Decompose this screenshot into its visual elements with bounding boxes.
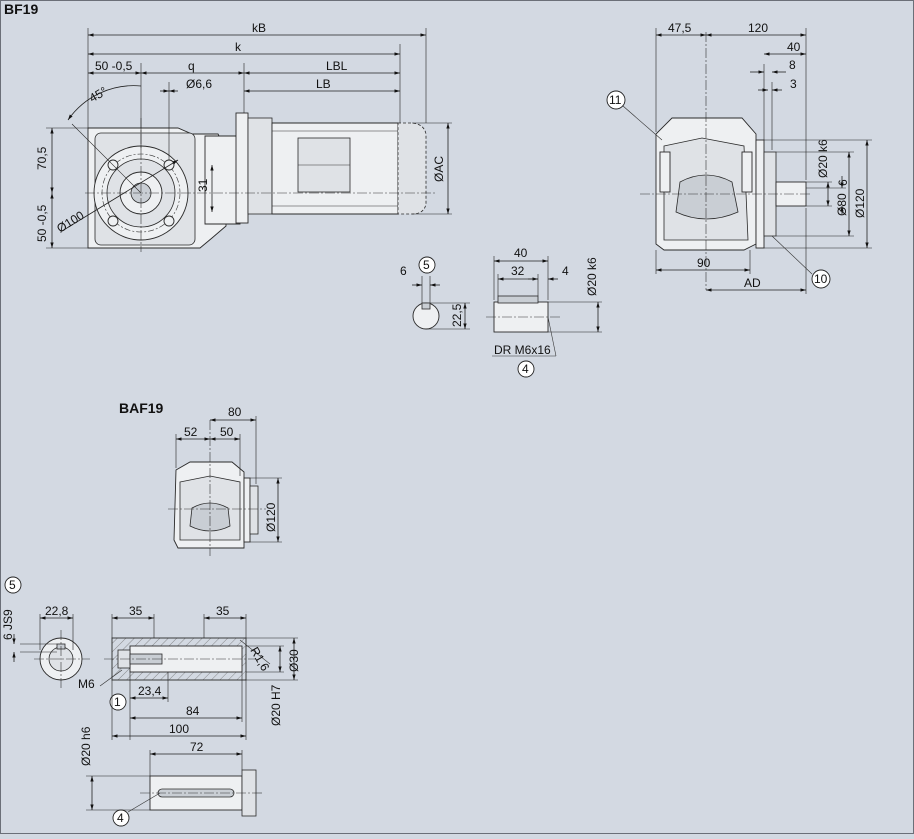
dim-angle: 45° (87, 84, 110, 105)
dim-50: 50 -0,5 (95, 59, 133, 73)
callout-11 (606, 90, 626, 110)
bf19-side-view: kB k 50 -0,5 q LBL LB Ø6,6 45° 70,5 50 -… (35, 21, 452, 252)
hollow-l100: 100 (169, 722, 189, 736)
callout-10 (811, 269, 831, 289)
shaft-detail: 40 32 4 Ø20 k6 DR M6x16 4 (486, 246, 602, 378)
hollow-l35b: 35 (216, 604, 230, 618)
key-detail: 6 5 22,5 (400, 256, 470, 330)
keyway (421, 302, 431, 310)
bolt-hole-2 (163, 159, 175, 171)
keyed-shaft-detail: Ø20 h6 72 4 (79, 726, 264, 827)
front-w8: 8 (789, 58, 796, 72)
baf-w52: 52 (184, 425, 198, 439)
shaft-len-4: 4 (562, 264, 569, 278)
front-d80: Ø80 (835, 193, 849, 216)
motor-adapter (247, 117, 273, 215)
front-w90: 90 (697, 256, 711, 270)
baf-w50: 50 (220, 425, 234, 439)
baf-d120: Ø120 (264, 502, 278, 532)
front-w40: 40 (787, 40, 801, 54)
callout-1 (109, 693, 127, 711)
callout-5b (4, 576, 22, 594)
hollow-l35a: 35 (129, 604, 143, 618)
shaft2-l72: 72 (190, 740, 204, 754)
callout-4b (112, 809, 130, 827)
hollow-d20h7: Ø20 H7 (269, 684, 283, 726)
dim-31: 31 (196, 178, 210, 192)
callout-4a (517, 360, 535, 378)
hollow-key: 6 JS9 (1, 609, 15, 640)
bolt-hole-3 (107, 215, 119, 227)
key-depth: 22,5 (450, 303, 464, 327)
dim-d100: Ø100 (54, 208, 87, 236)
shaft-len-40: 40 (514, 246, 528, 260)
callout-4b-label: 4 (117, 811, 124, 825)
baf-w80: 80 (228, 405, 242, 419)
front-d120: Ø120 (853, 188, 867, 218)
dim-LBL: LBL (326, 59, 348, 73)
title-bf19: BF19 (4, 1, 38, 17)
callout-1-label: 1 (114, 695, 121, 709)
front-w120: 120 (748, 21, 768, 35)
front-bore (675, 174, 739, 220)
front-AD: AD (744, 276, 761, 290)
dim-k: k (235, 40, 242, 54)
dim-LB: LB (316, 77, 331, 91)
front-s6: 6 (836, 179, 850, 186)
hollow-l234: 23,4 (138, 684, 162, 698)
shaft-key (497, 295, 539, 304)
key-width: 6 (400, 264, 407, 278)
baf-flange (243, 477, 251, 543)
hollow-d30: Ø30 (287, 649, 301, 672)
title-baf19: BAF19 (119, 400, 164, 416)
dim-50v: 50 -0,5 (35, 204, 49, 242)
bolt-hole-4 (163, 215, 175, 227)
front-d20: Ø20 k6 (816, 139, 830, 178)
front-rib-l (659, 151, 671, 193)
callout-10-label: 10 (814, 272, 828, 286)
motor-flange (235, 112, 249, 224)
bf19-front-view: 47,5 120 40 8 3 Ø20 k6 6 Ø80 Ø120 90 (606, 21, 872, 294)
baf-spigot (249, 485, 259, 535)
shaft-len-32: 32 (511, 264, 525, 278)
front-w47: 47,5 (668, 21, 692, 35)
dim-70: 70,5 (35, 146, 49, 170)
hollow-l84: 84 (186, 704, 200, 718)
dim-AC: ØAC (432, 156, 446, 182)
callout-5 (418, 256, 436, 274)
shaft2-d20h6: Ø20 h6 (79, 726, 93, 766)
callout-11-label: 11 (609, 93, 622, 107)
hollow-w22: 22,8 (45, 604, 69, 618)
callout-5-label: 5 (423, 258, 430, 272)
baf19-view: 80 52 50 Ø120 (168, 405, 282, 556)
hollow-m6: M6 (78, 677, 95, 691)
shaft-thread: DR M6x16 (494, 343, 551, 357)
dim-q: q (188, 59, 195, 73)
front-w3: 3 (790, 77, 797, 91)
callout-4a-label: 4 (522, 362, 529, 376)
fan-cover (397, 122, 427, 215)
shaft-diam: Ø20 k6 (585, 257, 599, 296)
dim-kB: kB (252, 21, 266, 35)
dim-hole: Ø6,6 (186, 77, 212, 91)
adapter-neck (204, 135, 241, 225)
hollow-shaft-detail: 5 6 JS9 22,8 35 35 R1,6 Ø30 (1, 576, 301, 740)
callout-5b-label: 5 (9, 578, 16, 592)
front-rib-r (741, 151, 753, 193)
